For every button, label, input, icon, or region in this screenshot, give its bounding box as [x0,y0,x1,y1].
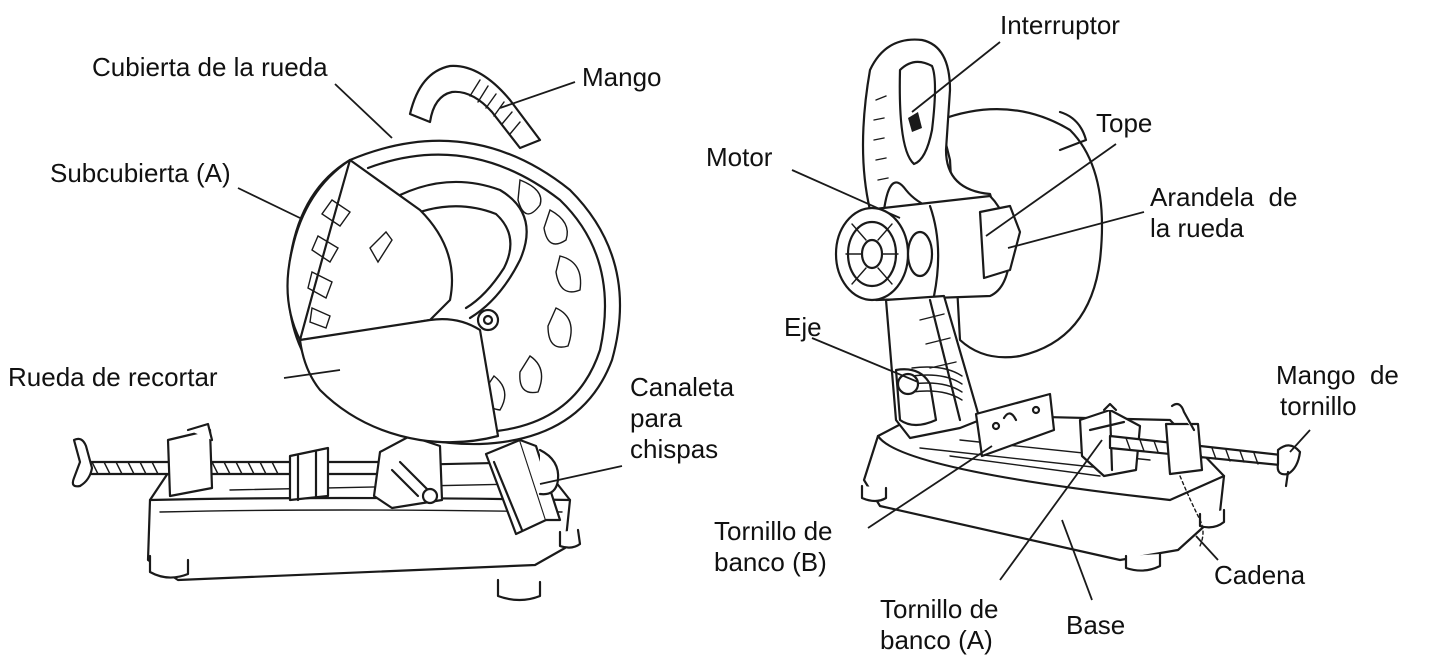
label-wheel-cover: Cubierta de la rueda [92,52,328,83]
right-motor [836,196,1020,300]
label-chain: Cadena [1214,560,1305,591]
label-stopper: Tope [1096,108,1152,139]
label-wheel-washer-line-2: la rueda [1150,213,1297,244]
label-vise-handle-line-2: tornillo [1276,391,1399,422]
label-vise-handle: Mango de tornillo [1276,360,1399,422]
label-sub-cover: Subcubierta (A) [50,158,231,189]
label-switch: Interruptor [1000,10,1120,41]
label-vise-a-line-2: banco (A) [880,625,999,656]
label-spark-chute: Canaleta para chispas [630,372,734,465]
label-handle: Mango [582,62,662,93]
label-vise-b-line-1: Tornillo de [714,516,833,547]
label-spark-chute-line-3: chispas [630,434,734,465]
label-vise-b: Tornillo de banco (B) [714,516,833,578]
right-machine [836,40,1300,571]
left-machine [73,66,620,600]
label-motor: Motor [706,142,772,173]
label-shaft: Eje [784,312,822,343]
label-spark-chute-line-1: Canaleta [630,372,734,403]
label-base: Base [1066,610,1125,641]
label-wheel-washer: Arandela de la rueda [1150,182,1297,244]
left-handle [410,66,540,148]
label-vise-handle-line-1: Mango de [1276,360,1399,391]
left-pivot [374,436,442,508]
label-vise-a-line-1: Tornillo de [880,594,999,625]
label-vise-a: Tornillo de banco (A) [880,594,999,656]
label-cut-off-wheel: Rueda de recortar [8,362,218,393]
label-wheel-washer-line-1: Arandela de [1150,182,1297,213]
label-vise-b-line-2: banco (B) [714,547,833,578]
label-spark-chute-line-2: para [630,403,734,434]
